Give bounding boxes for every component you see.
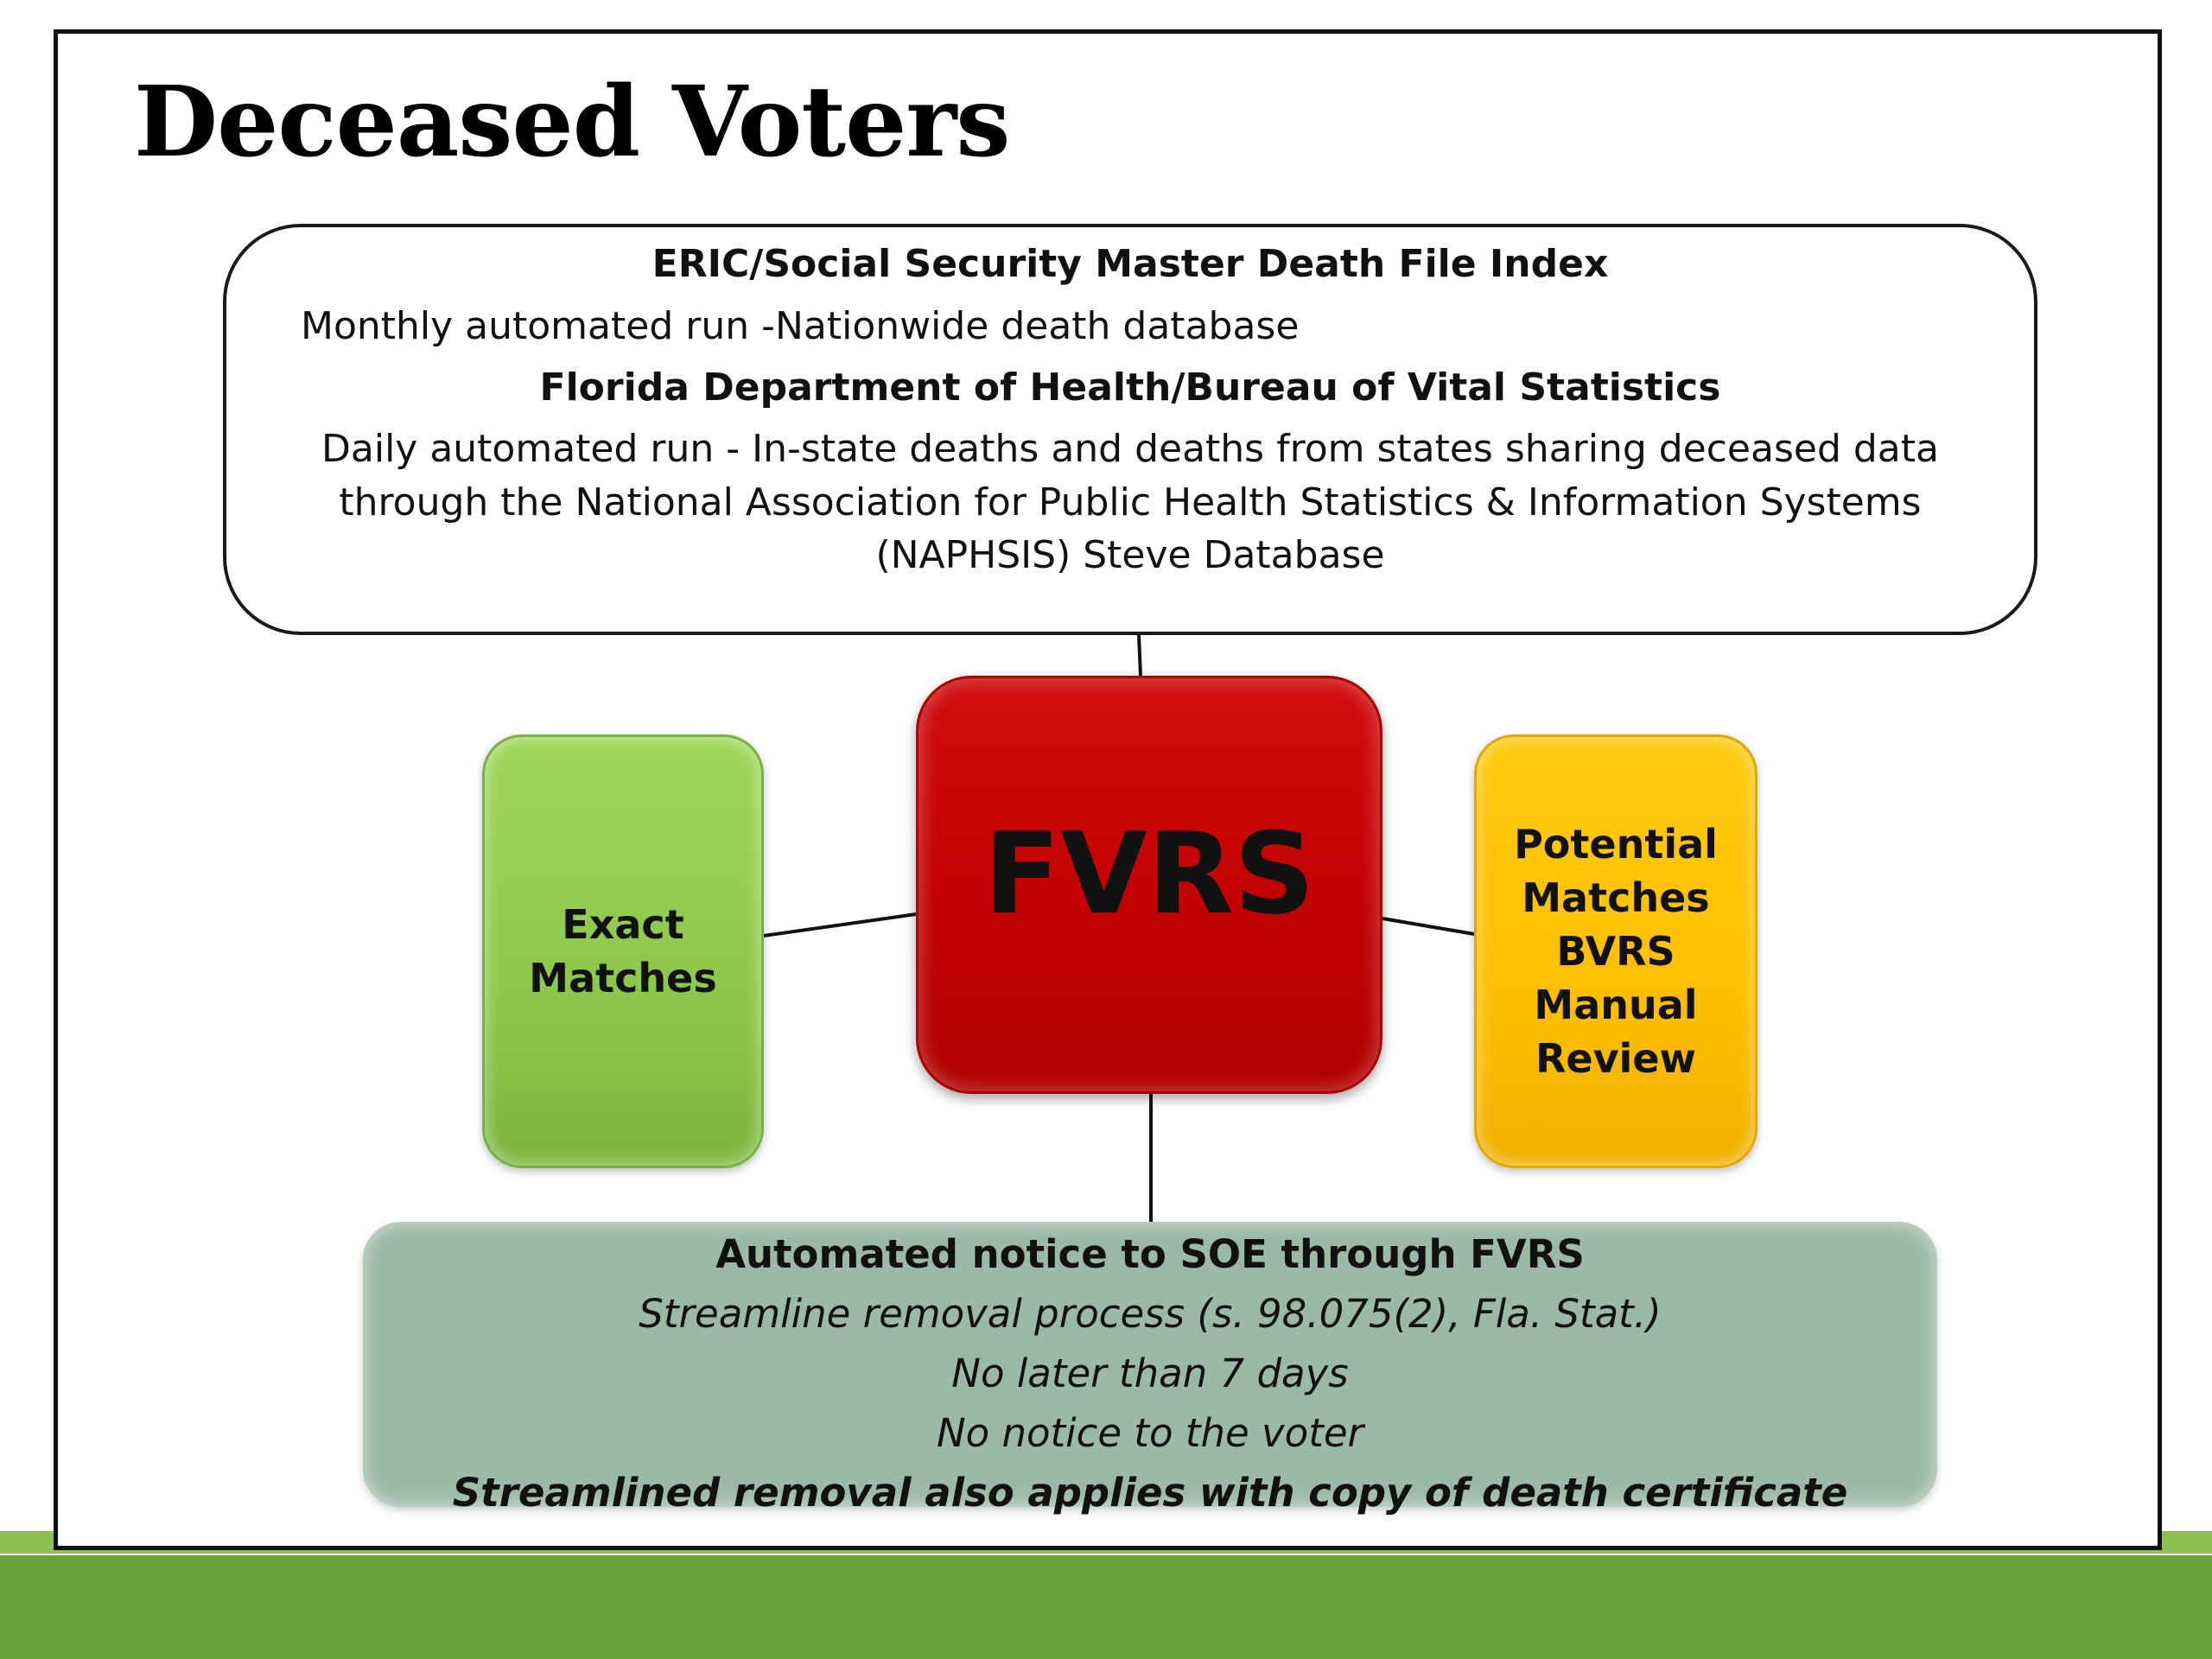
exact-matches-line: Matches [529, 955, 717, 1001]
potential-matches-box: Potential Matches BVRS Manual Review [1474, 734, 1758, 1168]
potential-matches-line: Matches [1522, 874, 1710, 921]
potential-matches-line: Review [1535, 1035, 1697, 1083]
outcome-line: No notice to the voter [936, 1410, 1364, 1456]
outcome-line: Streamline removal process (s. 98.075(2)… [639, 1291, 1662, 1337]
fdoh-description-line: (NAPHSIS) Steve Database [875, 533, 1385, 578]
eric-description: Monthly automated run -Nationwide death … [301, 304, 1300, 349]
outcome-line: No later than 7 days [951, 1351, 1349, 1396]
exact-matches-box: Exact Matches [482, 734, 764, 1168]
outcome-box: Automated notice to SOE through FVRS Str… [363, 1222, 1937, 1516]
fdoh-description-line: Daily automated run - In-state deaths an… [321, 427, 1939, 472]
connector-left [763, 912, 917, 938]
footer-band [0, 1555, 2212, 1659]
fdoh-heading: Florida Department of Health/Bureau of V… [539, 365, 1721, 410]
fdoh-description-line: through the National Association for Pub… [339, 480, 1922, 524]
connector-top [1137, 634, 1142, 677]
potential-matches-line: BVRS [1556, 927, 1675, 975]
fvrs-label: FVRS [983, 808, 1315, 939]
eric-heading: ERIC/Social Security Master Death File I… [652, 242, 1609, 286]
potential-matches-line: Potential [1514, 820, 1718, 868]
outcome-heading: Automated notice to SOE through FVRS [715, 1231, 1585, 1277]
outcome-footer: Streamlined removal also applies with co… [452, 1470, 1848, 1516]
slide-title: Deceased Voters [134, 66, 1010, 179]
fvrs-box: FVRS [916, 676, 1382, 1094]
potential-matches-line: Manual [1534, 982, 1698, 1029]
connector-right [1382, 917, 1475, 936]
data-sources-box: ERIC/Social Security Master Death File I… [223, 224, 2037, 635]
exact-matches-line: Exact [562, 900, 684, 948]
